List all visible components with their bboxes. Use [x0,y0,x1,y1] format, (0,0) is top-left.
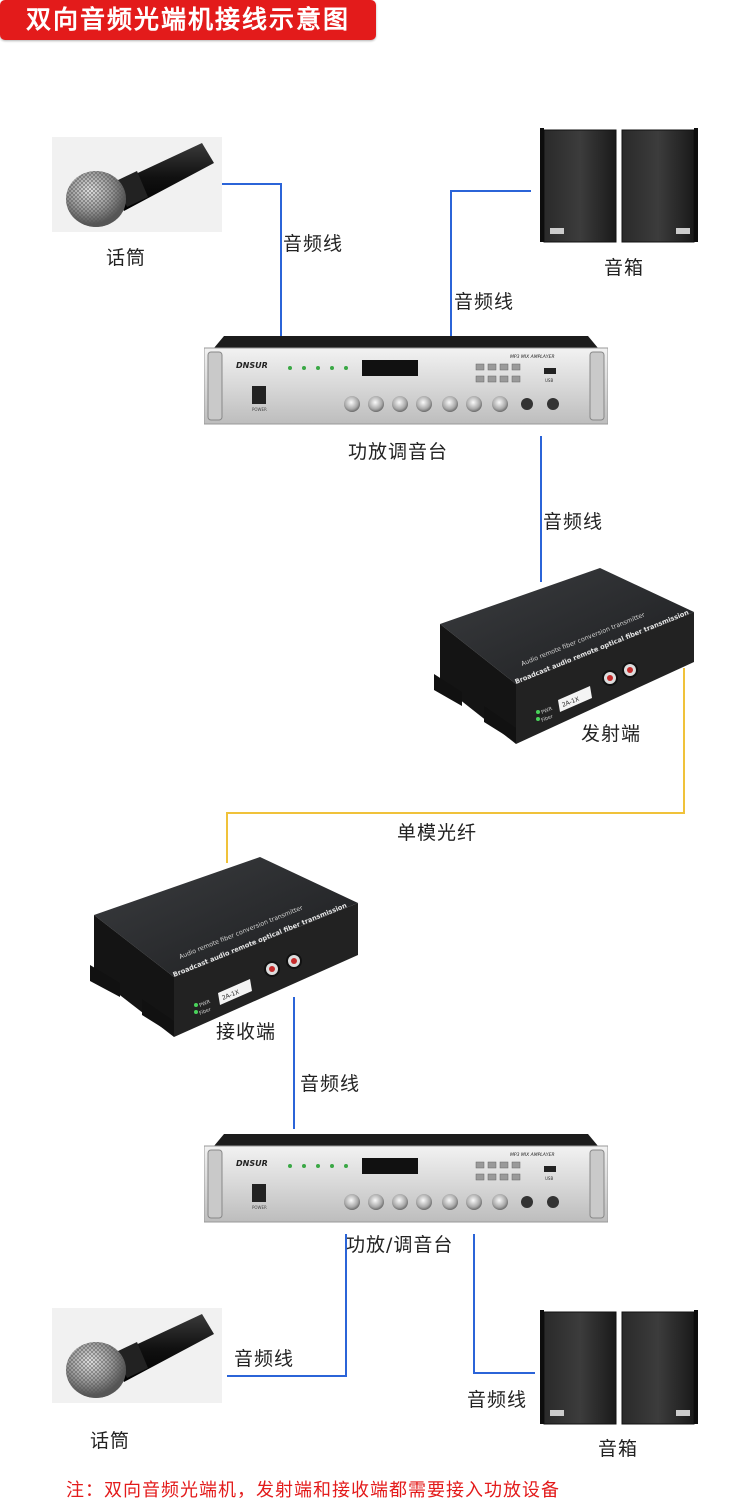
footer-note: 注：双向音频光端机，发射端和接收端都需要接入功放设备 [66,1476,560,1502]
wire-speaker-to-amp-top [451,191,531,337]
speaker-image-bottom [540,1306,700,1426]
amp-usb-bottom: USB [545,1176,553,1181]
speaker-image-top [540,124,700,244]
label-link-amp-transmitter: 音频线 [543,507,603,534]
label-speaker-top: 音箱 [604,253,644,280]
amp-power-label-top: POWER [252,407,267,412]
label-speaker-bottom: 音箱 [598,1434,638,1461]
transmitter-image: Audio remote fiber conversion transmitte… [432,566,700,746]
amp-model-top: MP3 MIX AMPLAYER [510,354,555,360]
amplifier-image-bottom: DNSUR POWER MP3 MIX AMPLAYER USB [204,1134,608,1226]
label-link-fiber: 单模光纤 [397,818,477,845]
amp-power-label-bottom: POWER [252,1205,267,1210]
amp-brand-top: DNSUR [236,361,268,370]
microphone-image-top [52,137,222,232]
label-link-speaker-amp-top: 音频线 [454,287,514,314]
amp-brand-bottom: DNSUR [236,1159,268,1168]
label-link-mic-amp-bottom: 音频线 [234,1344,294,1371]
label-transmitter: 发射端 [581,719,641,746]
label-amp-bottom: 功放/调音台 [346,1230,453,1257]
amplifier-image-top: DNSUR POWER MP3 MIX AMPLAYER USB [204,336,608,428]
label-mic-bottom: 话筒 [90,1426,130,1453]
label-link-receiver-amp: 音频线 [300,1069,360,1096]
label-mic-top: 话筒 [106,243,146,270]
label-link-speaker-amp-bottom: 音频线 [467,1385,527,1412]
label-link-mic-amp-top: 音频线 [283,229,343,256]
label-amp-top: 功放调音台 [348,437,448,464]
receiver-image: Audio remote fiber conversion transmitte… [90,855,362,1040]
amp-model-bottom: MP3 MIX AMPLAYER [510,1152,555,1158]
label-receiver: 接收端 [216,1017,276,1044]
microphone-image-bottom [52,1308,222,1403]
wire-speaker-to-amp-bottom [474,1234,535,1373]
amp-usb-top: USB [545,378,553,383]
